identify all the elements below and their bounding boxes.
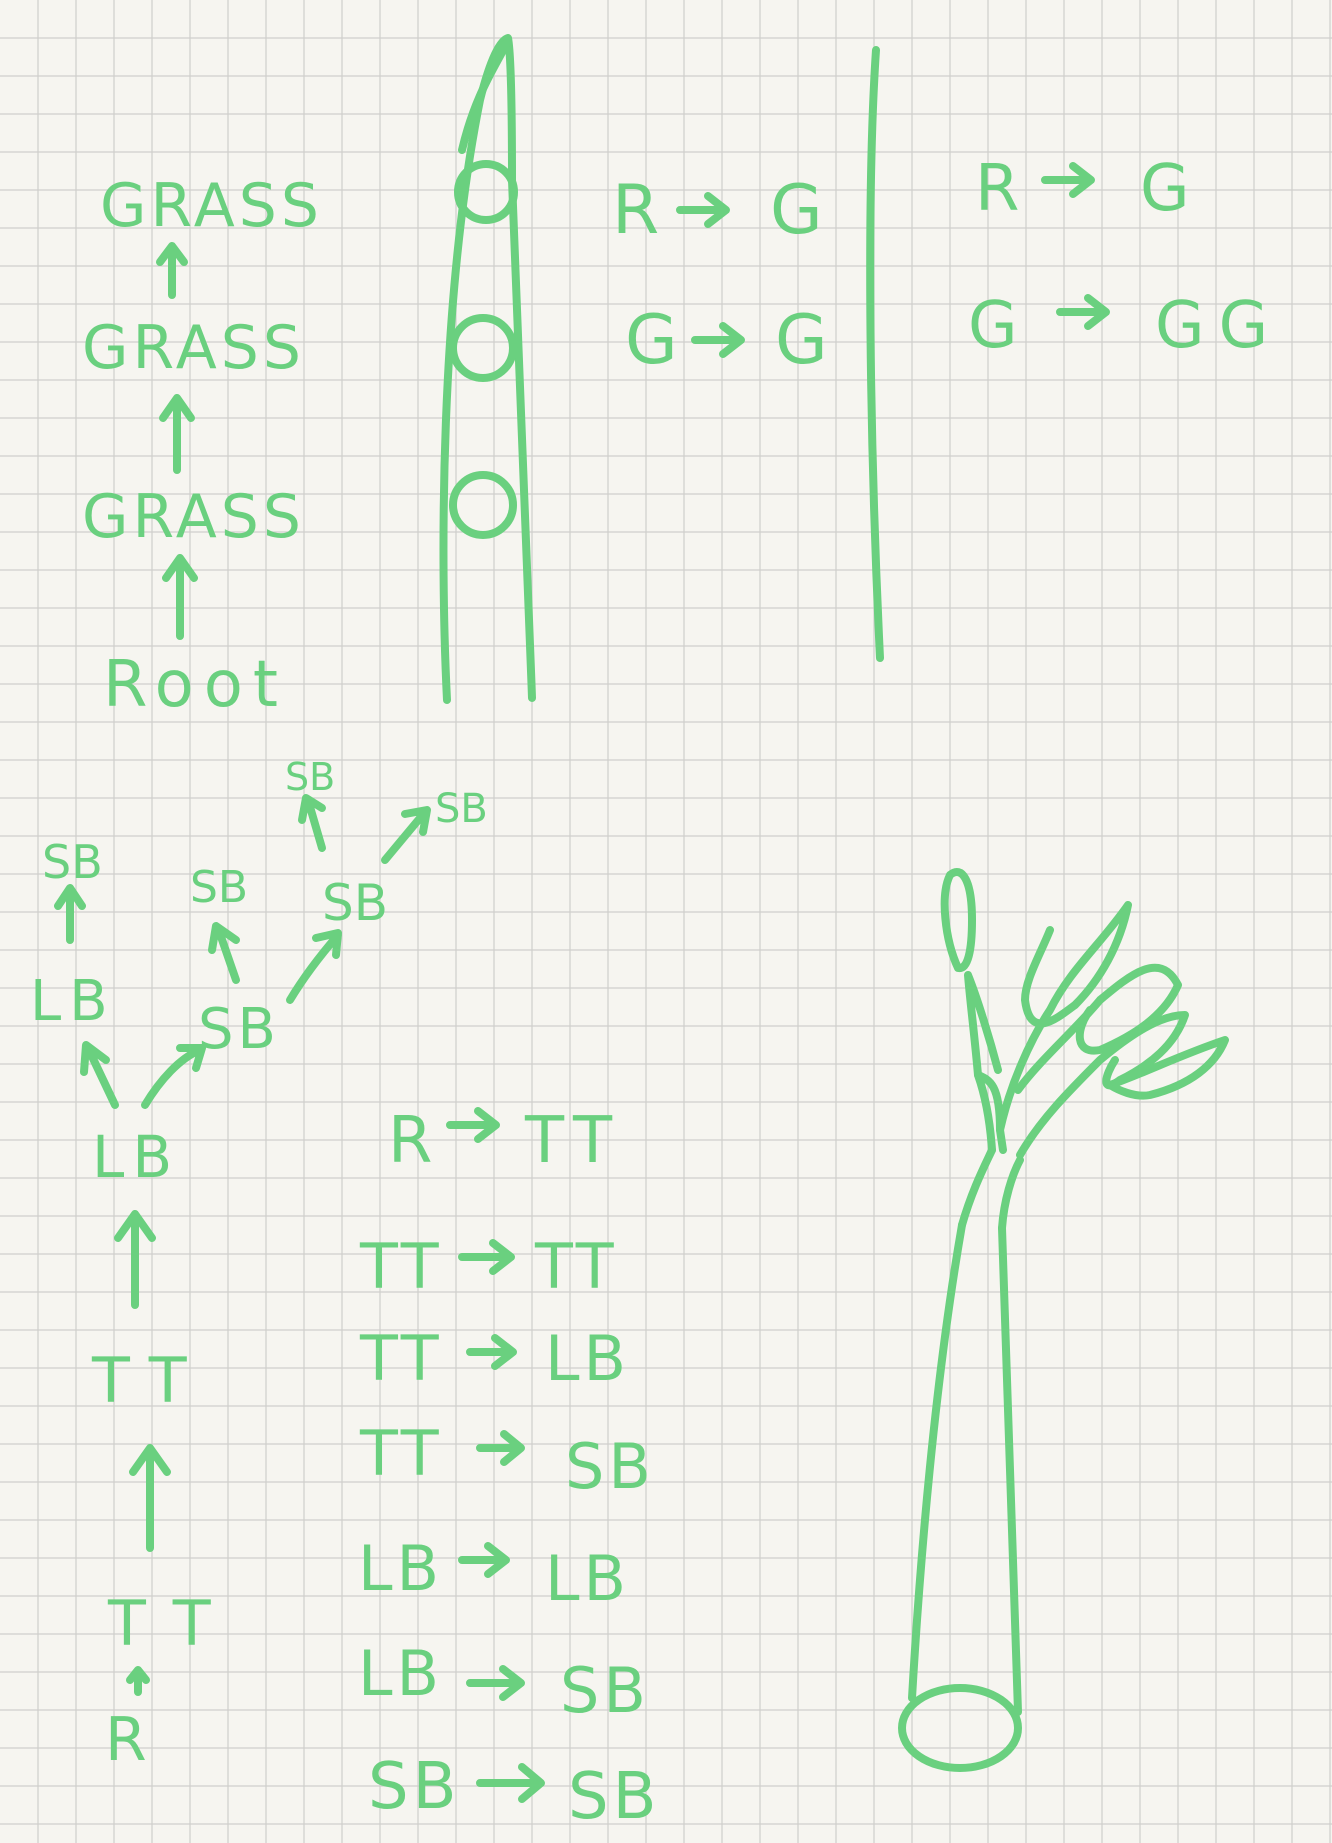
rule-c7-to: SB <box>568 1760 661 1834</box>
rule-c4-to: SB <box>565 1430 655 1503</box>
right-arrow-icon <box>691 322 745 358</box>
up-arrow-icon <box>159 394 195 474</box>
rule-c2-to: TT <box>534 1230 618 1303</box>
rule-b2-from: G <box>968 289 1018 363</box>
rules-c: R TT TT TT TT LB TT SB LB LB LB SB SB SB <box>358 1104 661 1834</box>
rule-c4-from: TT <box>359 1417 443 1490</box>
rule-c6-to: SB <box>560 1654 650 1727</box>
rule-a1-to: G <box>770 171 823 250</box>
root-label: Root <box>103 648 288 722</box>
up-arrow-icon <box>129 1444 171 1552</box>
rule-c3-from: TT <box>359 1322 443 1395</box>
plant-base <box>898 1684 1022 1772</box>
up-arrow-icon <box>156 242 188 299</box>
plant-leaf <box>1014 963 1182 1094</box>
rule-c1-from: R <box>388 1104 432 1178</box>
grass-node-2 <box>449 314 517 382</box>
grass-label-middle: GRASS <box>82 313 305 383</box>
up-arrow-icon <box>126 1666 150 1696</box>
right-arrow-icon <box>476 1763 545 1803</box>
up-arrow-icon <box>298 794 326 852</box>
tree-lb-lower: LB <box>92 1123 180 1191</box>
up-arrow-icon <box>208 922 240 984</box>
up-arrow-icon <box>54 884 86 944</box>
plant-leaf <box>996 901 1132 1134</box>
grass-label-top: GRASS <box>100 171 323 241</box>
rule-b1-from: R <box>975 152 1019 226</box>
right-arrow-icon <box>476 1430 525 1466</box>
grass-blade-drawing <box>439 34 536 704</box>
rule-a2-from: G <box>625 301 678 380</box>
tree-sb-top-right: SB <box>435 786 488 832</box>
rule-a2-to: G <box>775 301 828 380</box>
up-arrow-icon <box>114 1210 156 1309</box>
right-arrow-icon <box>466 1334 517 1370</box>
rule-c7-from: SB <box>368 1750 461 1824</box>
rule-c1-to: TT <box>524 1104 622 1178</box>
tree-sb-upper: SB <box>190 862 248 913</box>
right-arrow-icon <box>1056 294 1110 330</box>
rule-c2-from: TT <box>359 1230 443 1303</box>
tree-root: R <box>105 1705 147 1775</box>
rules-b: R G G GG <box>968 152 1282 363</box>
right-arrow-icon <box>1041 162 1095 198</box>
up-arrow-icon <box>141 1044 206 1109</box>
right-arrow-icon <box>466 1665 525 1701</box>
tree-sb-right: SB <box>322 874 388 932</box>
grass-label-lower: GRASS <box>82 482 305 552</box>
right-arrow-icon <box>676 192 730 228</box>
branch-tree: R TT TT LB LB SB SB SB SB SB SB <box>30 755 488 1775</box>
tree-tt-lower: TT <box>107 1587 239 1660</box>
plant-leaf-bud <box>940 868 976 972</box>
rule-c5-to: LB <box>545 1542 630 1615</box>
up-arrow-icon <box>286 929 342 1004</box>
grass-stack: GRASS GRASS GRASS Root <box>82 171 323 722</box>
right-arrow-icon <box>446 1107 500 1143</box>
rule-c3-to: LB <box>545 1322 630 1395</box>
tree-sb-top: SB <box>285 755 335 799</box>
up-arrow-icon <box>162 554 198 640</box>
tree-tt-upper: TT <box>91 1344 207 1417</box>
right-arrow-icon <box>458 1239 515 1275</box>
up-arrow-icon <box>381 806 431 864</box>
plant-stem <box>908 1221 966 1702</box>
rule-c5-from: LB <box>358 1532 443 1605</box>
plant-drawing <box>898 868 1229 1772</box>
tree-sb-top-left: SB <box>42 835 103 889</box>
vertical-divider <box>866 46 884 662</box>
plant-leaf <box>1106 1036 1229 1100</box>
tree-sb-middle: SB <box>198 997 280 1062</box>
rule-b2-to: GG <box>1155 289 1282 363</box>
rule-c6-from: LB <box>358 1637 443 1710</box>
grass-node-3 <box>449 471 517 539</box>
rule-b1-to: G <box>1140 152 1190 226</box>
tree-lb-upper: LB <box>30 969 116 1034</box>
rule-a1-from: R <box>612 171 659 250</box>
right-arrow-icon <box>458 1542 510 1578</box>
up-arrow-icon <box>80 1041 119 1109</box>
grass-node-1 <box>454 160 518 224</box>
rules-a: R G G G <box>612 171 828 380</box>
plant-stem <box>998 1224 1022 1716</box>
